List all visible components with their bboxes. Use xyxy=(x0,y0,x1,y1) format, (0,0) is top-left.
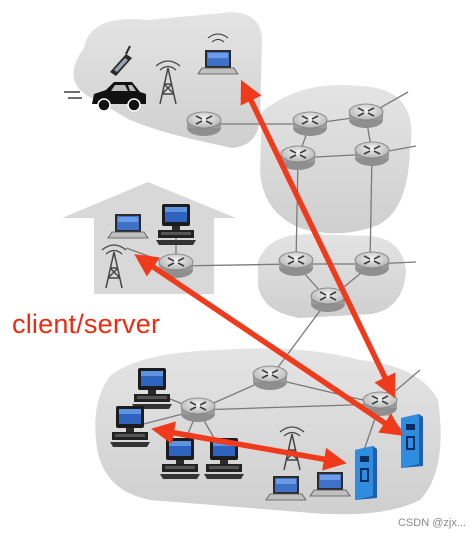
watermark: CSDN @zjx... xyxy=(397,517,466,529)
router-icon xyxy=(292,111,328,137)
router-icon xyxy=(252,365,288,391)
router-icon xyxy=(354,141,390,167)
server-icon xyxy=(355,446,377,500)
router-icon xyxy=(348,103,384,129)
wireless-network-cloud xyxy=(73,12,262,148)
router-icon xyxy=(280,145,316,171)
motion-lines xyxy=(64,91,82,99)
router-icon xyxy=(354,251,390,277)
wireless-signal-icon xyxy=(207,33,229,43)
client-server-label: client/server xyxy=(12,309,161,339)
router-icon xyxy=(310,287,346,313)
router-icon xyxy=(186,111,222,137)
router-icon xyxy=(278,251,314,277)
router-icon xyxy=(180,397,216,423)
client-server-arrows xyxy=(134,79,404,471)
home-network-house xyxy=(62,182,236,294)
server-icon xyxy=(401,414,423,468)
